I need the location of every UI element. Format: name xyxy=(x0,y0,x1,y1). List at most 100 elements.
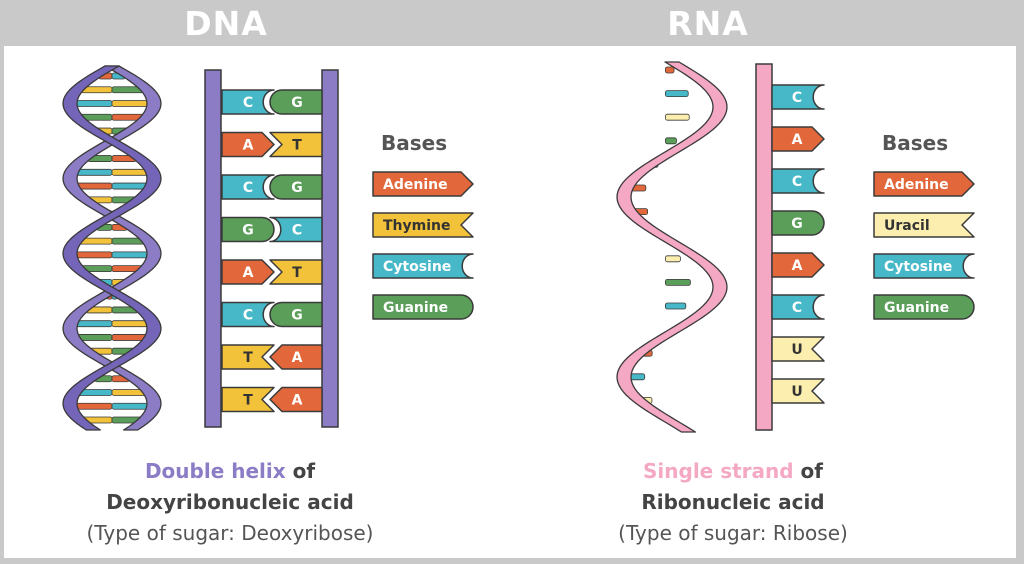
base-letter: C xyxy=(792,90,802,106)
cytosine-shape xyxy=(873,253,975,279)
cytosine-shape xyxy=(771,294,825,320)
dna-backbone-left xyxy=(204,69,222,428)
dna-caption-highlight: Double helix xyxy=(144,459,286,483)
rna-caption: Single strand of Ribonucleic acid (Type … xyxy=(533,456,933,549)
dna-title: DNA xyxy=(184,4,268,43)
dna-right-base: T xyxy=(269,259,323,285)
uracil-shape xyxy=(771,336,825,362)
rna-title: RNA xyxy=(667,4,749,43)
base-letter: T xyxy=(292,138,302,154)
cytosine-shape xyxy=(269,216,323,243)
rna-base: G xyxy=(771,210,825,236)
dna-left-base: G xyxy=(221,216,275,243)
rna-base: A xyxy=(771,126,825,152)
base-letter: G xyxy=(242,223,254,239)
base-letter: G xyxy=(791,216,803,232)
cytosine-shape xyxy=(771,168,825,194)
dna-right-base: G xyxy=(269,174,323,200)
thymine-shape xyxy=(221,386,275,413)
rna-base: A xyxy=(771,252,825,278)
dna-right-base: A xyxy=(269,386,323,413)
rna-caption-sugar: (Type of sugar: Ribose) xyxy=(618,521,848,545)
rna-base: U xyxy=(771,378,825,404)
adenine-shape xyxy=(269,344,323,370)
diagram-panel xyxy=(4,46,1016,558)
dna-backbone-strand xyxy=(62,65,162,431)
rna-legend-item-adenine: Adenine xyxy=(873,171,975,197)
legend-label: Cytosine xyxy=(884,259,952,275)
helix-rung xyxy=(665,255,681,263)
base-letter: A xyxy=(792,132,803,148)
adenine-shape xyxy=(269,386,323,413)
legend-label: Thymine xyxy=(383,218,451,234)
base-letter: G xyxy=(291,180,303,196)
base-letter: C xyxy=(243,95,253,111)
thymine-shape xyxy=(372,212,474,238)
adenine-shape xyxy=(221,131,275,158)
dna-caption-of: of xyxy=(285,459,316,483)
base-letter: G xyxy=(291,308,303,324)
base-letter: T xyxy=(292,265,302,281)
dna-left-base: C xyxy=(221,301,275,328)
dna-legend-item-guanine: Guanine xyxy=(372,294,474,320)
dna-left-base: A xyxy=(221,131,275,158)
dna-legend-item-adenine: Adenine xyxy=(372,171,474,197)
rna-caption-name: Ribonucleic acid xyxy=(641,490,825,514)
thymine-shape xyxy=(221,344,275,370)
base-letter: U xyxy=(791,342,802,358)
base-letter: U xyxy=(791,384,802,400)
cytosine-shape xyxy=(221,174,275,200)
rna-backbone xyxy=(755,63,773,431)
rna-single-strand-illustration xyxy=(616,61,728,433)
dna-caption: Double helix of Deoxyribonucleic acid (T… xyxy=(30,456,430,549)
dna-legend-item-cytosine: Cytosine xyxy=(372,253,474,279)
rna-legend-item-guanine: Guanine xyxy=(873,294,975,320)
uracil-shape xyxy=(873,212,975,238)
base-letter: G xyxy=(291,95,303,111)
dna-backbone-right xyxy=(321,69,339,428)
dna-right-base: C xyxy=(269,216,323,243)
dna-backbone-strand xyxy=(62,65,162,431)
guanine-shape xyxy=(269,89,323,115)
helix-rung xyxy=(665,137,677,145)
base-letter: T xyxy=(243,350,253,366)
dna-right-base: G xyxy=(269,301,323,328)
dna-legend-title: Bases xyxy=(381,131,447,155)
cytosine-shape xyxy=(771,84,825,110)
dna-caption-name: Deoxyribonucleic acid xyxy=(106,490,354,514)
legend-label: Guanine xyxy=(884,300,949,316)
dna-left-base: T xyxy=(221,386,275,413)
rna-base: C xyxy=(771,84,825,110)
base-letter: A xyxy=(243,265,254,281)
guanine-shape xyxy=(269,301,323,328)
base-letter: A xyxy=(243,138,254,154)
adenine-shape xyxy=(771,126,825,152)
base-letter: A xyxy=(292,350,303,366)
cytosine-shape xyxy=(221,301,275,328)
legend-label: Cytosine xyxy=(383,259,451,275)
rna-legend-title: Bases xyxy=(882,131,948,155)
guanine-shape xyxy=(372,294,474,320)
rna-legend-item-cytosine: Cytosine xyxy=(873,253,975,279)
legend-label: Guanine xyxy=(383,300,448,316)
helix-rung xyxy=(71,100,113,107)
legend-label: Uracil xyxy=(884,218,930,234)
dna-right-base: G xyxy=(269,89,323,115)
dna-right-base: A xyxy=(269,344,323,370)
dna-caption-sugar: (Type of sugar: Deoxyribose) xyxy=(86,521,374,545)
helix-rung xyxy=(665,113,690,121)
helix-rung xyxy=(665,278,691,286)
dna-left-base: C xyxy=(221,89,275,115)
rna-caption-of: of xyxy=(793,459,823,483)
base-letter: C xyxy=(292,223,302,239)
